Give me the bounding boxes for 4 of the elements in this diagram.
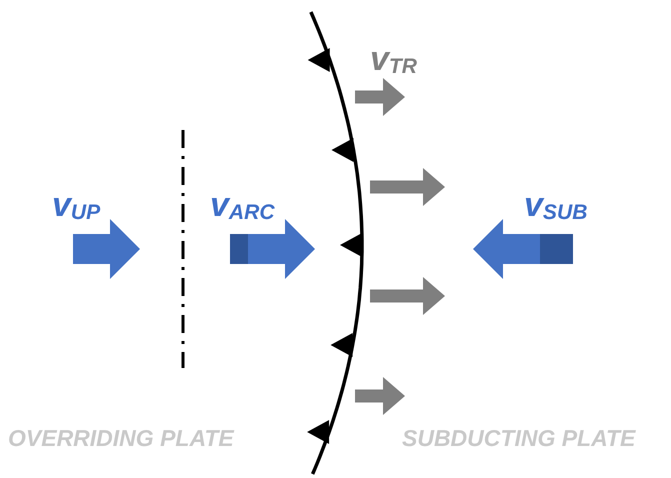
velocity-label: v$_{UP}$	[52, 188, 100, 224]
velocity-label: v$_{SUB}$	[524, 188, 588, 224]
velocity-label: v$_{ARC}$	[210, 188, 275, 224]
velocity-label: v$_{TR}$	[370, 42, 418, 78]
